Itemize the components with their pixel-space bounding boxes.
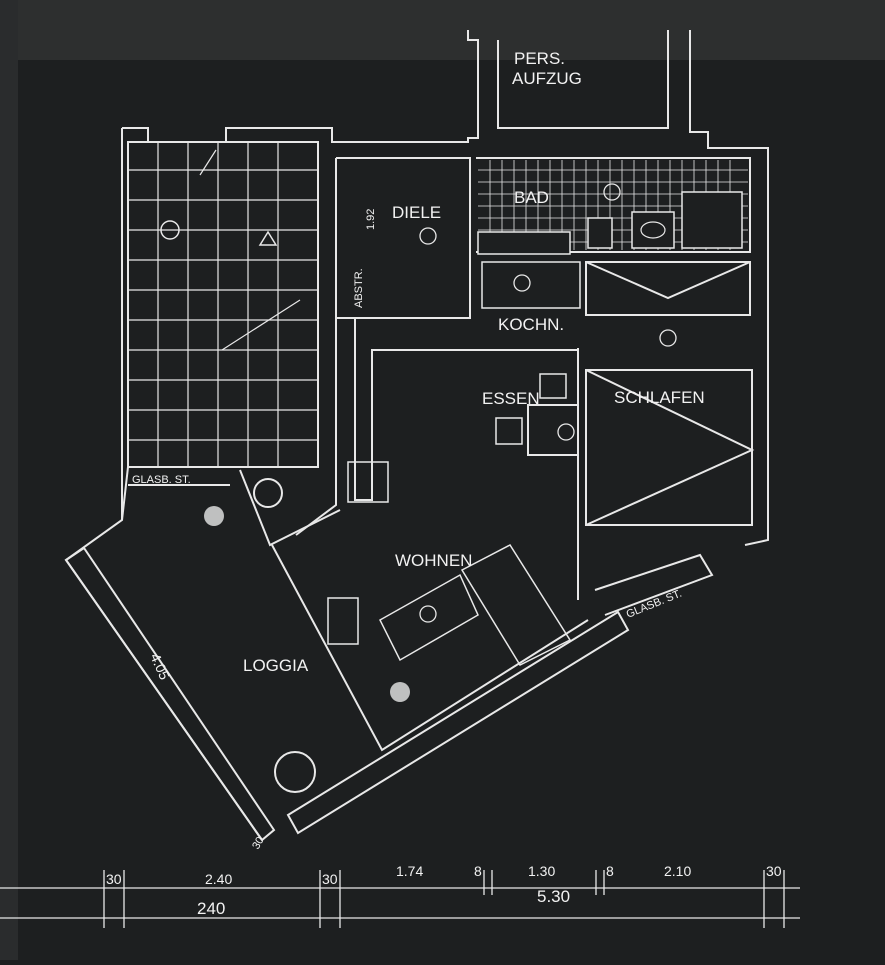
label-schlafen: SCHLAFEN [614,388,705,407]
label-abstr: ABSTR. [353,268,365,308]
glazing-right [594,553,714,616]
label-loggia-wall: 30 [250,835,267,852]
stair-end-triangle [258,230,278,246]
lights [419,183,677,623]
label-wohnen: WOHNEN [395,551,472,570]
dim-upper-6: 8 [606,863,614,879]
coffee-table [379,573,479,662]
dim-total-right: 5.30 [537,887,570,906]
loggia-parapet-bottom [286,610,630,835]
wall-wohnen-top [354,318,578,501]
dim-upper-1: 2.40 [205,871,232,887]
toilet [587,217,613,249]
dim-upper-2: 30 [322,871,338,887]
light-diele [419,227,437,245]
label-pers: PERS. [514,49,565,68]
dim-upper-5: 1.30 [528,863,555,879]
top-light-band [0,0,885,60]
sink [631,211,675,249]
outer-wall-right [689,30,769,546]
dim-upper-4: 8 [474,863,482,879]
dining-chair-left [495,417,523,445]
sofa [460,544,572,666]
label-bad: BAD [514,188,549,207]
dim-upper-7: 2.10 [664,863,691,879]
light-schlafen [659,329,677,347]
light-wohnen [419,605,437,623]
kitchen-counter [477,231,571,255]
bad-box [476,157,751,253]
shower [681,191,743,249]
column-circle [253,478,283,508]
light-essen [557,423,575,441]
label-essen: ESSEN [482,389,540,408]
dim-upper-3: 1.74 [396,863,423,879]
dim-ticks [103,870,785,928]
dimension-lines [0,870,800,928]
stove [327,597,359,645]
armchair [347,461,389,503]
bath-tile-rows [478,169,748,243]
dining-table [527,404,579,456]
label-diele-width: 1.92 [365,209,377,230]
loggia-parapet-left [64,546,276,842]
dim-upper-0: 30 [106,871,122,887]
column-frame [239,469,341,547]
plant-star-loggia [204,506,224,526]
stair-break [199,149,217,176]
dim-upper-8: 30 [766,863,782,879]
walls [64,30,769,842]
label-diele: DIELE [392,203,441,222]
wall-loggia-top [121,466,129,521]
wardrobe [585,261,751,316]
plant-loggia [274,751,316,793]
stair-verticals [157,142,279,467]
dim-total-left: 240 [197,899,225,918]
kitchen-unit [481,261,581,309]
wardrobe-diagonal [585,261,751,300]
light-kochn [513,274,531,292]
sink-bowl [640,221,666,239]
plant-star-wohnen [390,682,410,702]
stair-arrow [221,299,301,351]
stair-steps [128,142,318,467]
bed [585,369,753,526]
light-bad [603,183,621,201]
label-glasb-left: GLASB. ST. [132,474,191,486]
left-edge-shadow [0,0,18,960]
label-aufzug: AUFZUG [512,69,582,88]
elevator-shaft [497,30,669,129]
stair-start-circle [160,220,180,240]
dining-chair-top [539,373,567,399]
label-loggia: LOGGIA [243,656,309,675]
diele-box [336,157,471,319]
bed-diagonal [585,369,755,526]
label-kochn: KOCHN. [498,315,564,334]
